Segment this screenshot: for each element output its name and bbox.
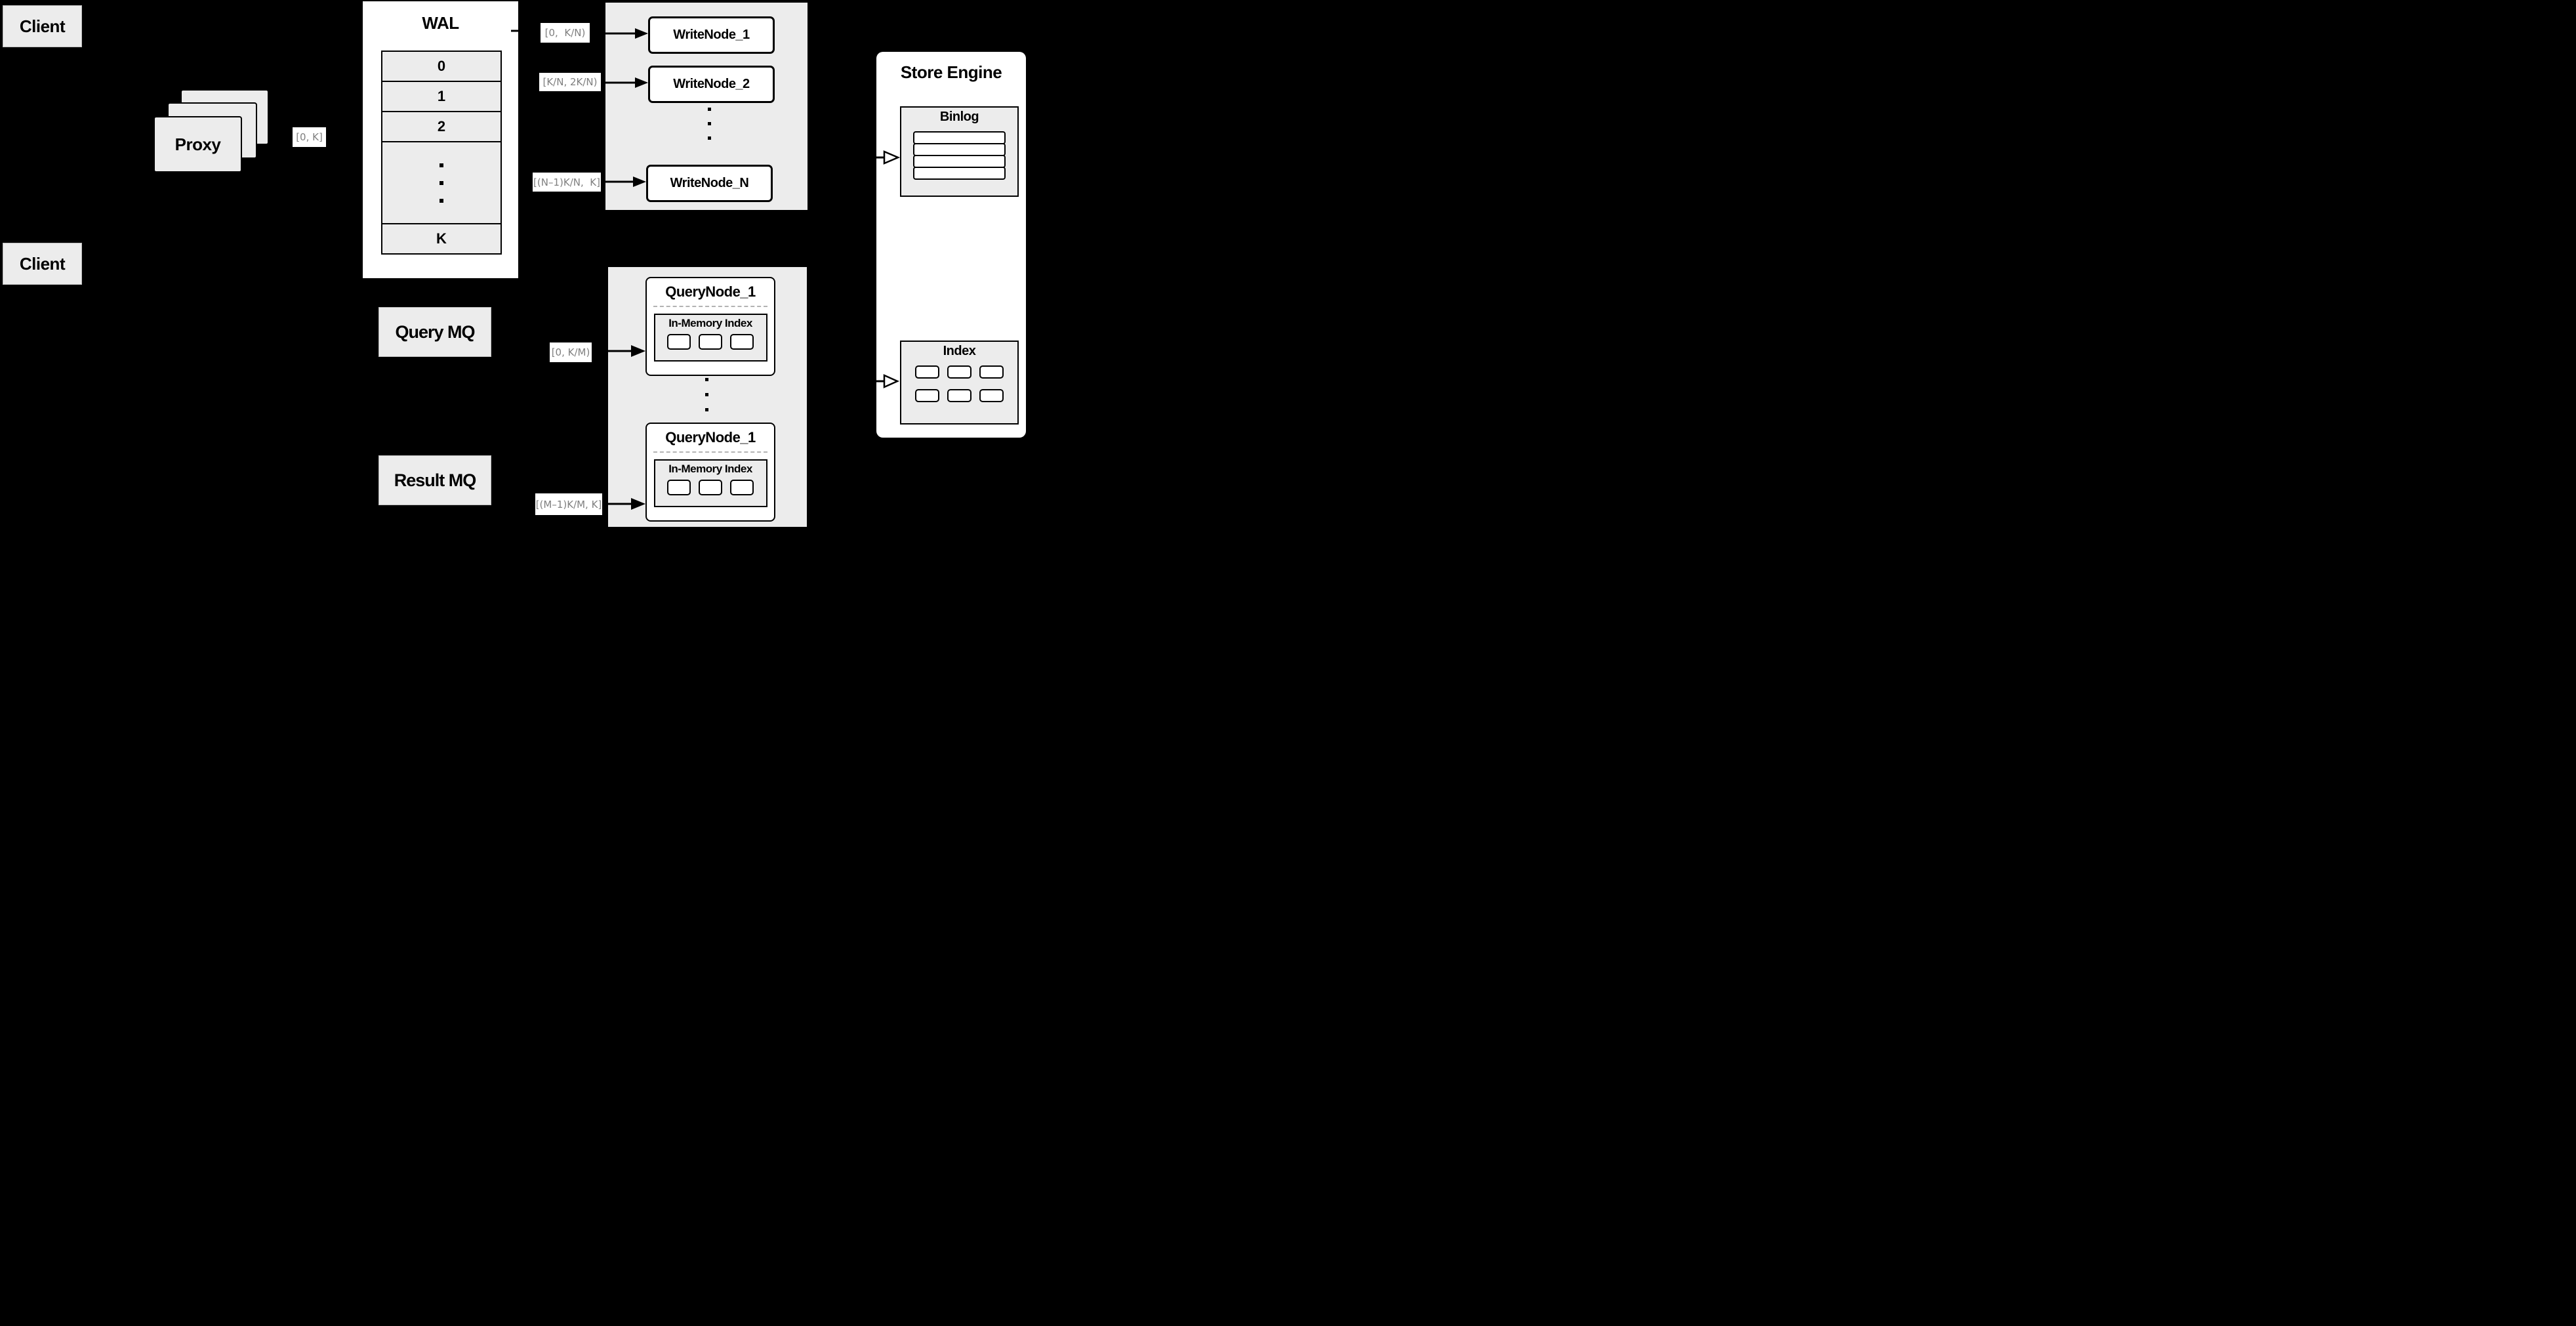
binlog-slat (913, 167, 1006, 180)
wal-row-0: 0 (382, 52, 501, 81)
dot-icon (440, 180, 443, 185)
architecture-diagram: Client Client Proxy [0, K] WAL 0 1 2 K (0, 0, 1031, 530)
in-memory-index-1-title: In-Memory Index (668, 317, 752, 329)
wal-segment-table: 0 1 2 K (381, 51, 502, 255)
wal-row-K: K (382, 223, 501, 253)
client-node-top: Client (3, 5, 82, 47)
store-engine: Store Engine Binlog Index (876, 52, 1026, 438)
wal-row-2-label: 2 (437, 118, 446, 135)
index-cell (667, 334, 691, 350)
index-cells-row2 (901, 389, 1017, 402)
querynode-ellipsis-dots (705, 378, 708, 411)
wal-row-ellipsis (382, 141, 501, 223)
index-cell (979, 365, 1004, 379)
index-cell (947, 389, 971, 402)
edge-label-mq-querynode2: [(M–1)K/M, K] (535, 493, 602, 515)
edge-label-wal-writenode2: [K/N, 2K/N) (539, 73, 601, 91)
dot-icon (708, 122, 711, 125)
in-memory-index-1: In-Memory Index (653, 314, 767, 362)
index-cell (947, 365, 971, 379)
querynode-group: QueryNode_1 In-Memory Index QueryNode_1 … (608, 267, 807, 527)
dot-icon (440, 163, 443, 167)
client-node-bottom-label: Client (19, 253, 66, 274)
in-memory-index-1-cells (655, 334, 766, 350)
store-engine-title: Store Engine (900, 62, 1002, 82)
index-cell (730, 480, 754, 495)
wal-row-2: 2 (382, 111, 501, 141)
binlog-box: Binlog (900, 106, 1019, 197)
index-cell (667, 480, 691, 495)
wal-row-0-label: 0 (437, 58, 446, 74)
wal-row-K-label: K (436, 230, 447, 247)
writenode-N-label: WriteNode_N (670, 176, 749, 190)
index-box: Index (900, 341, 1019, 425)
index-cells-row1 (901, 365, 1017, 379)
wal-row-1: 1 (382, 81, 501, 111)
binlog-slat (913, 155, 1006, 168)
writenode-2-label: WriteNode_2 (673, 77, 750, 91)
result-mq-node: Result MQ (378, 455, 491, 505)
dot-icon (708, 136, 711, 140)
binlog-slats (913, 131, 1006, 180)
index-cell (979, 389, 1004, 402)
dot-icon (708, 108, 711, 111)
querynode-2-title: QueryNode_1 (665, 429, 756, 445)
index-title: Index (943, 344, 976, 358)
wal-row-1-label: 1 (437, 88, 446, 104)
edge-label-proxy-to-wal: [0, K] (293, 127, 326, 147)
dashed-separator (653, 451, 767, 453)
proxy-label: Proxy (174, 134, 221, 154)
dashed-separator (653, 306, 767, 307)
query-mq-label: Query MQ (395, 321, 475, 342)
index-cell (915, 389, 939, 402)
in-memory-index-2-title: In-Memory Index (668, 463, 752, 475)
proxy-node: Proxy (153, 116, 242, 173)
binlog-slat (913, 131, 1006, 144)
client-node-top-label: Client (19, 16, 66, 36)
index-cell (915, 365, 939, 379)
binlog-slat (913, 143, 1006, 156)
in-memory-index-2-cells (655, 480, 766, 495)
writenode-N: WriteNode_N (646, 165, 773, 202)
writenode-1: WriteNode_1 (648, 16, 775, 54)
result-mq-label: Result MQ (394, 470, 477, 490)
edge-label-wal-writenode1: [0, K/N) (541, 23, 590, 43)
index-cell (699, 480, 722, 495)
querynode-2: QueryNode_1 In-Memory Index (645, 423, 775, 522)
wal-ellipsis-dots (440, 163, 443, 203)
index-cell (730, 334, 754, 350)
in-memory-index-2: In-Memory Index (653, 459, 767, 507)
writenode-ellipsis-dots (708, 108, 711, 140)
writenode-2: WriteNode_2 (648, 66, 775, 103)
dot-icon (705, 378, 708, 381)
index-cell (699, 334, 722, 350)
dot-icon (440, 198, 443, 203)
edge-label-wal-writenodeN: [(N–1)K/N, K] (533, 173, 601, 192)
binlog-title: Binlog (939, 110, 979, 124)
writenode-group: WriteNode_1 WriteNode_2 WriteNode_N (605, 3, 808, 210)
query-mq-node: Query MQ (378, 307, 491, 357)
querynode-1-title: QueryNode_1 (665, 283, 756, 300)
dot-icon (705, 408, 708, 411)
writenode-1-label: WriteNode_1 (673, 28, 750, 42)
wal-title: WAL (422, 13, 459, 33)
dot-icon (705, 393, 708, 396)
edge-label-mq-querynode1: [0, K/M) (550, 342, 592, 362)
client-node-bottom: Client (3, 243, 82, 285)
querynode-1: QueryNode_1 In-Memory Index (645, 277, 775, 376)
